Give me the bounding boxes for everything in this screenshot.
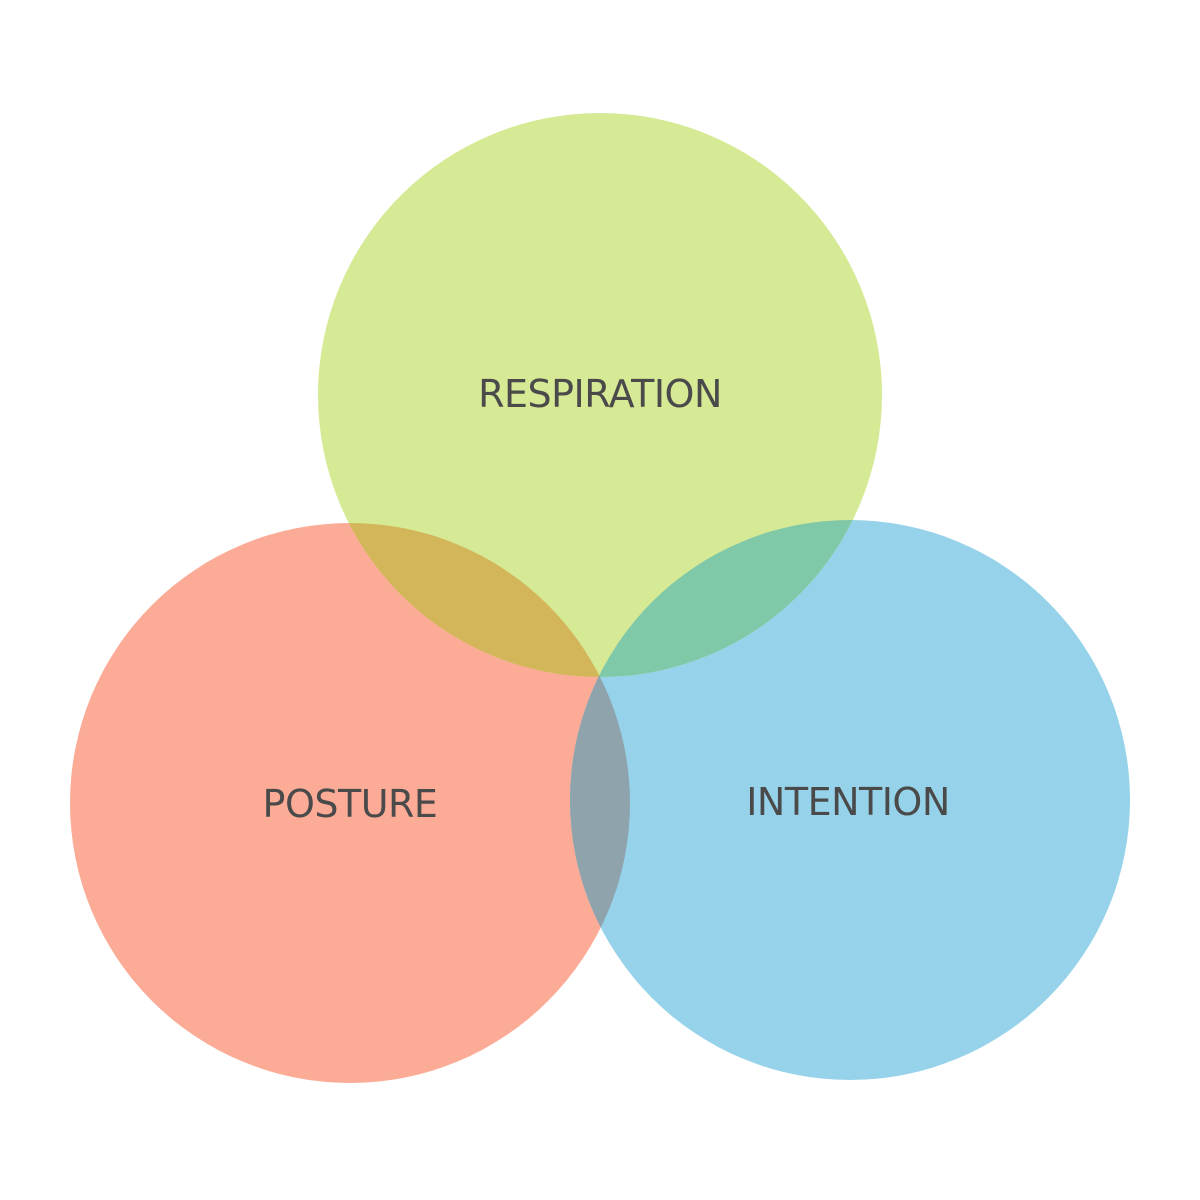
respiration-circle [318,113,882,677]
posture-label: POSTURE [263,782,438,826]
intention-circle [570,520,1130,1080]
intention-label: INTENTION [746,780,950,824]
respiration-label: RESPIRATION [478,372,722,416]
posture-circle [70,523,630,1083]
